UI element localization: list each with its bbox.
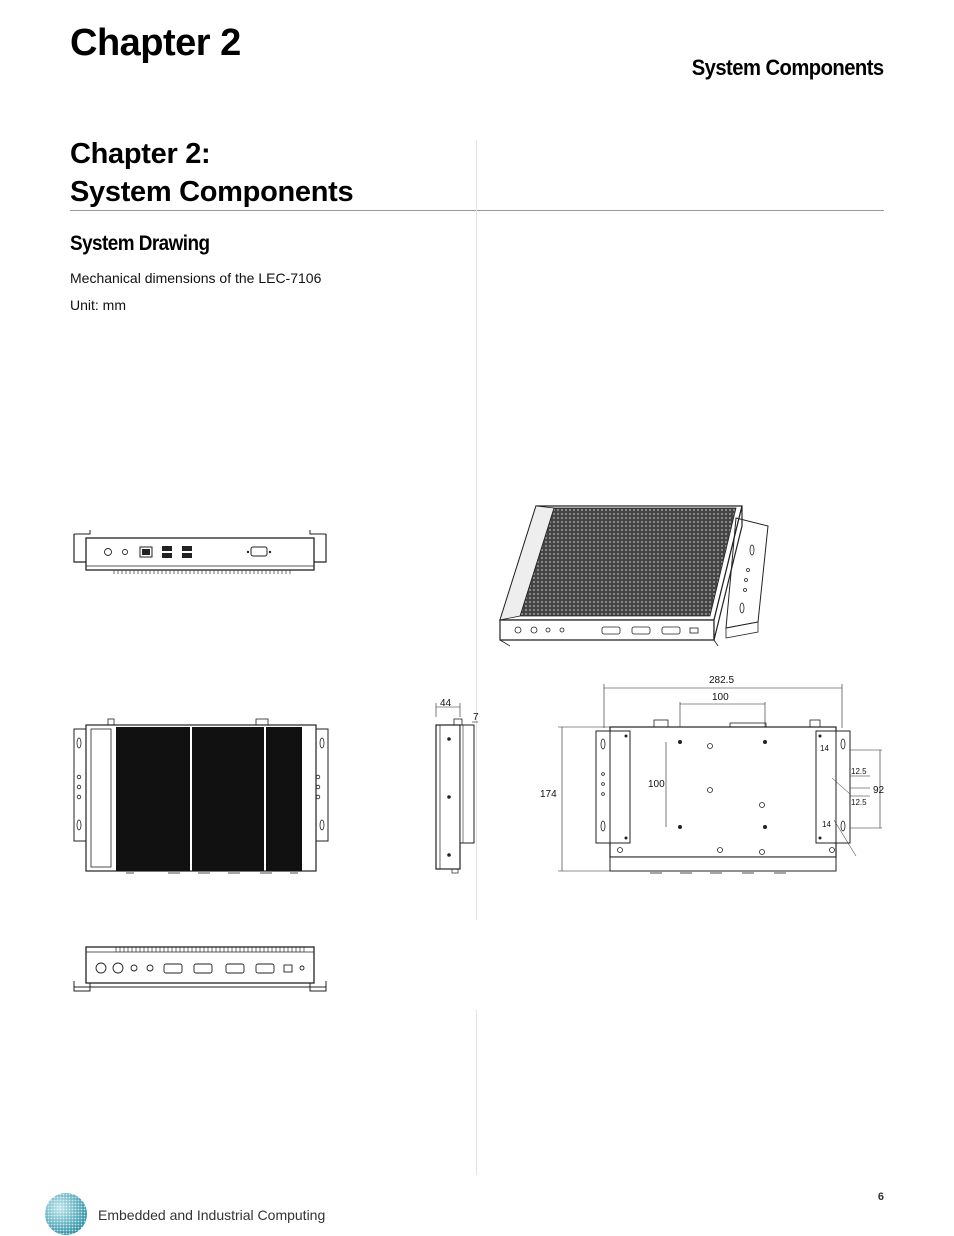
dim-slot-pitch-1: 12.5 <box>851 767 867 776</box>
front-panel-drawing <box>73 530 327 574</box>
dim-side-depth: 44 <box>440 698 452 709</box>
dim-bracket-offset-bottom: 14 <box>822 820 831 829</box>
dim-overall-width: 282.5 <box>709 675 734 686</box>
bottom-view-drawing: 282.5 100 174 100 92 14 14 12.5 12.5 <box>540 675 885 874</box>
top-view-drawing <box>73 718 329 874</box>
section-heading: System Drawing <box>70 232 210 255</box>
chapter-label: Chapter 2 <box>70 22 241 64</box>
rear-panel-drawing <box>73 946 327 992</box>
dim-side-flange: 7 <box>473 712 479 723</box>
unit-note: Unit: mm <box>70 297 126 313</box>
running-title: System Components <box>692 55 884 80</box>
dim-hole-spacing-top: 100 <box>712 692 729 703</box>
dim-bracket-offset-top: 14 <box>820 744 829 753</box>
section-description: Mechanical dimensions of the LEC-7106 <box>70 270 322 286</box>
dim-overall-height: 174 <box>540 789 557 800</box>
chapter-title-line1: Chapter 2: <box>70 138 211 170</box>
company-logo-icon <box>45 1193 87 1235</box>
title-rule <box>70 210 884 211</box>
chapter-title: Chapter 2: System Components <box>70 135 354 211</box>
side-view-drawing: 44 7 <box>435 698 479 874</box>
dim-slot-pitch-2: 12.5 <box>851 798 867 807</box>
dim-hole-spacing-side: 100 <box>648 779 665 790</box>
page-number: 6 <box>877 1191 884 1203</box>
column-divider-bottom <box>476 1010 477 1175</box>
dim-bracket-span: 92 <box>873 785 885 796</box>
column-divider-top <box>476 140 477 920</box>
isometric-drawing <box>499 505 769 647</box>
footer-tagline: Embedded and Industrial Computing <box>98 1207 326 1223</box>
chapter-title-line2: System Components <box>70 176 354 208</box>
